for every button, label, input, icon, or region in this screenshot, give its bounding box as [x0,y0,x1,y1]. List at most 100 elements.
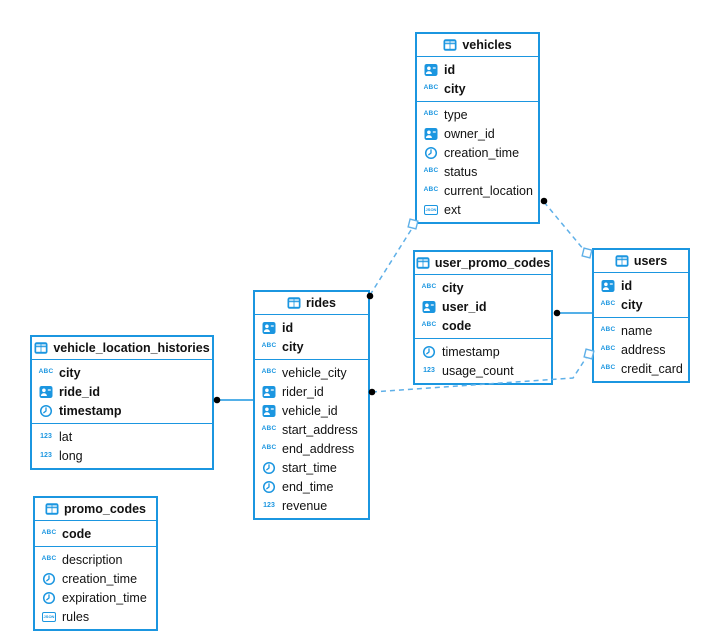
json-type-icon: JSON [41,611,57,622]
table-vehicle-location-histories[interactable]: vehicle_location_histories ABC city ride… [30,335,214,470]
table-vehicles[interactable]: vehicles id ABC city ABC type owner_id [415,32,540,224]
field-row: owner_id [417,124,538,143]
field-row: ABC city [255,337,368,356]
string-type-icon: ABC [423,167,439,175]
timestamp-type-icon [422,345,436,359]
table-name: vehicle_location_histories [53,341,210,355]
field-row: timestamp [415,342,551,361]
field-row: ABC name [594,321,688,340]
string-type-icon: ABC [261,425,277,433]
field-name: start_time [282,460,337,475]
field-row: ABC status [417,162,538,181]
field-name: id [282,320,294,335]
table-header[interactable]: vehicles [417,34,538,57]
string-type-icon: ABC [421,321,437,329]
table-header[interactable]: rides [255,292,368,315]
field-row: ABC credit_card [594,359,688,378]
string-type-icon: ABC [600,300,616,308]
field-name: rider_id [282,384,324,399]
field-name: revenue [282,498,328,513]
field-name: vehicle_city [282,365,347,380]
field-name: owner_id [444,126,495,141]
field-row: timestamp [32,401,212,420]
field-name: code [442,318,472,333]
table-header[interactable]: promo_codes [35,498,156,521]
field-name: long [59,448,83,463]
field-row: ABC vehicle_city [255,363,368,382]
field-row: ABC type [417,105,538,124]
field-name: lat [59,429,73,444]
number-type-icon: 123 [40,433,52,440]
field-name: timestamp [59,403,122,418]
relationship-endpoint-dot [213,396,221,404]
field-row: ABC city [32,363,212,382]
table-user-promo-codes[interactable]: user_promo_codes ABC city user_id ABC co… [413,250,553,385]
field-row: creation_time [417,143,538,162]
timestamp-type-icon [262,461,276,475]
table-name: vehicles [462,38,512,52]
field-name: city [59,365,81,380]
field-row: ABC current_location [417,181,538,200]
field-name: creation_time [444,145,520,160]
id-badge-icon [262,385,276,399]
relationship-vehicles-rides [369,229,412,296]
id-badge-icon [601,279,615,293]
field-row: start_time [255,458,368,477]
table-header[interactable]: vehicle_location_histories [32,337,212,360]
relationship-vehicles-users [543,201,585,251]
field-name: city [282,339,304,354]
field-row: ABC description [35,550,156,569]
string-type-icon: ABC [261,368,277,376]
field-name: user_id [442,299,487,314]
field-row: end_time [255,477,368,496]
table-icon [443,38,457,52]
table-header[interactable]: users [594,250,688,273]
field-row: ABC address [594,340,688,359]
field-name: city [621,297,643,312]
table-icon [34,341,48,355]
table-header[interactable]: user_promo_codes [415,252,551,275]
field-row: ABC end_address [255,439,368,458]
field-name: current_location [444,183,533,198]
field-row: creation_time [35,569,156,588]
field-row: vehicle_id [255,401,368,420]
field-row: 123 lat [32,427,212,446]
field-name: ext [444,202,461,217]
field-name: city [444,81,466,96]
field-name: status [444,164,478,179]
field-name: end_time [282,479,334,494]
field-name: address [621,342,666,357]
timestamp-type-icon [42,572,56,586]
table-rides[interactable]: rides id ABC city ABC vehicle_city rider… [253,290,370,520]
field-row: ride_id [32,382,212,401]
string-type-icon: ABC [423,110,439,118]
field-name: code [62,526,92,541]
string-type-icon: ABC [41,555,57,563]
number-type-icon: 123 [423,367,435,374]
string-type-icon: ABC [421,283,437,291]
field-name: ride_id [59,384,100,399]
timestamp-type-icon [262,480,276,494]
table-name: users [633,254,668,268]
id-badge-icon [262,404,276,418]
timestamp-type-icon [39,404,53,418]
field-row: ABC code [415,316,551,335]
table-icon [45,502,59,516]
field-row: 123 usage_count [415,361,551,380]
string-type-icon: ABC [423,84,439,92]
string-type-icon: ABC [261,342,277,350]
table-promo-codes[interactable]: promo_codes ABC code ABC description cre… [33,496,158,631]
field-name: timestamp [442,344,500,359]
field-row: 123 long [32,446,212,465]
table-name: rides [306,296,336,310]
timestamp-type-icon [42,591,56,605]
field-row: ABC start_address [255,420,368,439]
field-name: id [621,278,633,293]
table-users[interactable]: users id ABC city ABC name ABC address A… [592,248,690,383]
field-row: JSON rules [35,607,156,626]
id-badge-icon [262,321,276,335]
field-row: id [255,318,368,337]
string-type-icon: ABC [600,364,616,372]
table-icon [287,296,301,310]
